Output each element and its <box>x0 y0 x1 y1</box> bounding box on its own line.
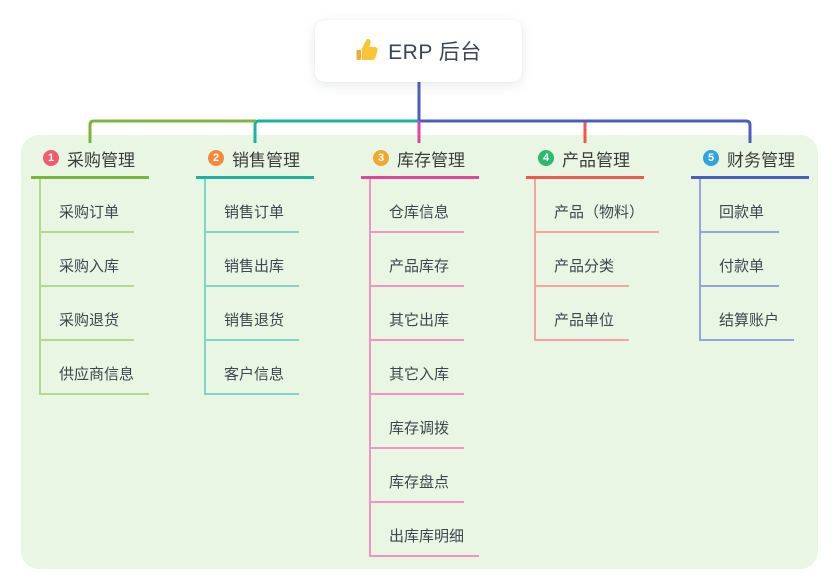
node-label: 销售订单 <box>204 201 300 233</box>
mindmap-node[interactable]: 采购订单 <box>39 179 191 233</box>
mindmap-node[interactable]: 销售出库 <box>204 233 356 287</box>
branch-child-connector <box>39 179 41 395</box>
node-label: 其它入库 <box>369 363 465 395</box>
branch-title-label: 库存管理 <box>397 150 465 170</box>
branch-number-badge: 5 <box>703 150 719 166</box>
branch-title-label: 采购管理 <box>67 150 135 170</box>
node-label: 其它出库 <box>369 309 465 341</box>
mindmap-node[interactable]: 供应商信息 <box>39 341 191 395</box>
mindmap-node[interactable]: 库存盘点 <box>369 449 521 503</box>
node-label: 结算账户 <box>699 309 795 341</box>
node-label: 客户信息 <box>204 363 300 395</box>
branch-column-purchase: 1 采购管理 采购订单 采购入库 采购退货 供应商信息 <box>31 146 191 395</box>
branch-children: 采购订单 采购入库 采购退货 供应商信息 <box>39 179 191 395</box>
branch-number-badge: 2 <box>208 150 224 166</box>
branch-child-connector <box>534 179 536 341</box>
node-label: 仓库信息 <box>369 201 465 233</box>
mindmap-node[interactable]: 结算账户 <box>699 287 839 341</box>
node-label: 回款单 <box>699 201 780 233</box>
node-label: 采购退货 <box>39 309 135 341</box>
branch-children: 回款单 付款单 结算账户 <box>699 179 839 341</box>
branch-number-badge: 4 <box>538 150 554 166</box>
node-label: 销售退货 <box>204 309 300 341</box>
branch-number-badge: 3 <box>373 150 389 166</box>
node-label: 采购入库 <box>39 255 135 287</box>
mindmap-node[interactable]: 产品单位 <box>534 287 686 341</box>
node-label: 库存盘点 <box>369 471 465 503</box>
mindmap-node[interactable]: 采购退货 <box>39 287 191 341</box>
node-label: 产品分类 <box>534 255 630 287</box>
branch-child-connector <box>204 179 206 395</box>
mindmap-node[interactable]: 库存调拨 <box>369 395 521 449</box>
node-label: 采购订单 <box>39 201 135 233</box>
mindmap-node[interactable]: 产品分类 <box>534 233 686 287</box>
mindmap-node[interactable]: 销售订单 <box>204 179 356 233</box>
mindmap-node[interactable]: 销售退货 <box>204 287 356 341</box>
branch-children: 仓库信息 产品库存 其它出库 其它入库 库存调拨 库存盘点 出库库明细 <box>369 179 521 557</box>
node-label: 供应商信息 <box>39 363 150 395</box>
branch-children: 产品（物料） 产品分类 产品单位 <box>534 179 686 341</box>
node-label: 产品库存 <box>369 255 465 287</box>
node-label: 销售出库 <box>204 255 300 287</box>
branch-number-badge: 1 <box>43 150 59 166</box>
branch-title-label: 产品管理 <box>562 150 630 170</box>
branch-title-purchase[interactable]: 1 采购管理 <box>31 146 149 179</box>
branch-column-product: 4 产品管理 产品（物料） 产品分类 产品单位 <box>526 146 686 341</box>
mindmap-node[interactable]: 出库库明细 <box>369 503 521 557</box>
mindmap-node[interactable]: 采购入库 <box>39 233 191 287</box>
mindmap-node[interactable]: 其它入库 <box>369 341 521 395</box>
mindmap-node[interactable]: 产品库存 <box>369 233 521 287</box>
branch-column-finance: 5 财务管理 回款单 付款单 结算账户 <box>691 146 839 341</box>
node-label: 付款单 <box>699 255 780 287</box>
mindmap-node[interactable]: 客户信息 <box>204 341 356 395</box>
node-label: 产品单位 <box>534 309 630 341</box>
root-node-title: ERP 后台 <box>388 41 482 64</box>
branch-title-inventory[interactable]: 3 库存管理 <box>361 146 479 179</box>
mindmap-node[interactable]: 仓库信息 <box>369 179 521 233</box>
branch-title-sales[interactable]: 2 销售管理 <box>196 146 314 179</box>
mindmap-node[interactable]: 回款单 <box>699 179 839 233</box>
thumbs-up-icon <box>356 39 378 60</box>
node-label: 出库库明细 <box>369 525 480 557</box>
branches-background-panel <box>21 135 818 569</box>
branch-child-connector <box>699 179 701 341</box>
branch-children: 销售订单 销售出库 销售退货 客户信息 <box>204 179 356 395</box>
mindmap-node[interactable]: 付款单 <box>699 233 839 287</box>
root-node[interactable]: ERP 后台 <box>315 20 522 82</box>
mindmap-node[interactable]: 产品（物料） <box>534 179 686 233</box>
branch-title-label: 销售管理 <box>232 150 300 170</box>
branch-title-finance[interactable]: 5 财务管理 <box>691 146 809 179</box>
branch-title-label: 财务管理 <box>727 150 795 170</box>
mindmap-node[interactable]: 其它出库 <box>369 287 521 341</box>
branch-title-product[interactable]: 4 产品管理 <box>526 146 644 179</box>
branch-column-inventory: 3 库存管理 仓库信息 产品库存 其它出库 其它入库 库存调拨 库存盘点 出库库… <box>361 146 521 557</box>
node-label: 产品（物料） <box>534 201 660 233</box>
branch-column-sales: 2 销售管理 销售订单 销售出库 销售退货 客户信息 <box>196 146 356 395</box>
branch-child-connector <box>369 179 371 557</box>
node-label: 库存调拨 <box>369 417 465 449</box>
